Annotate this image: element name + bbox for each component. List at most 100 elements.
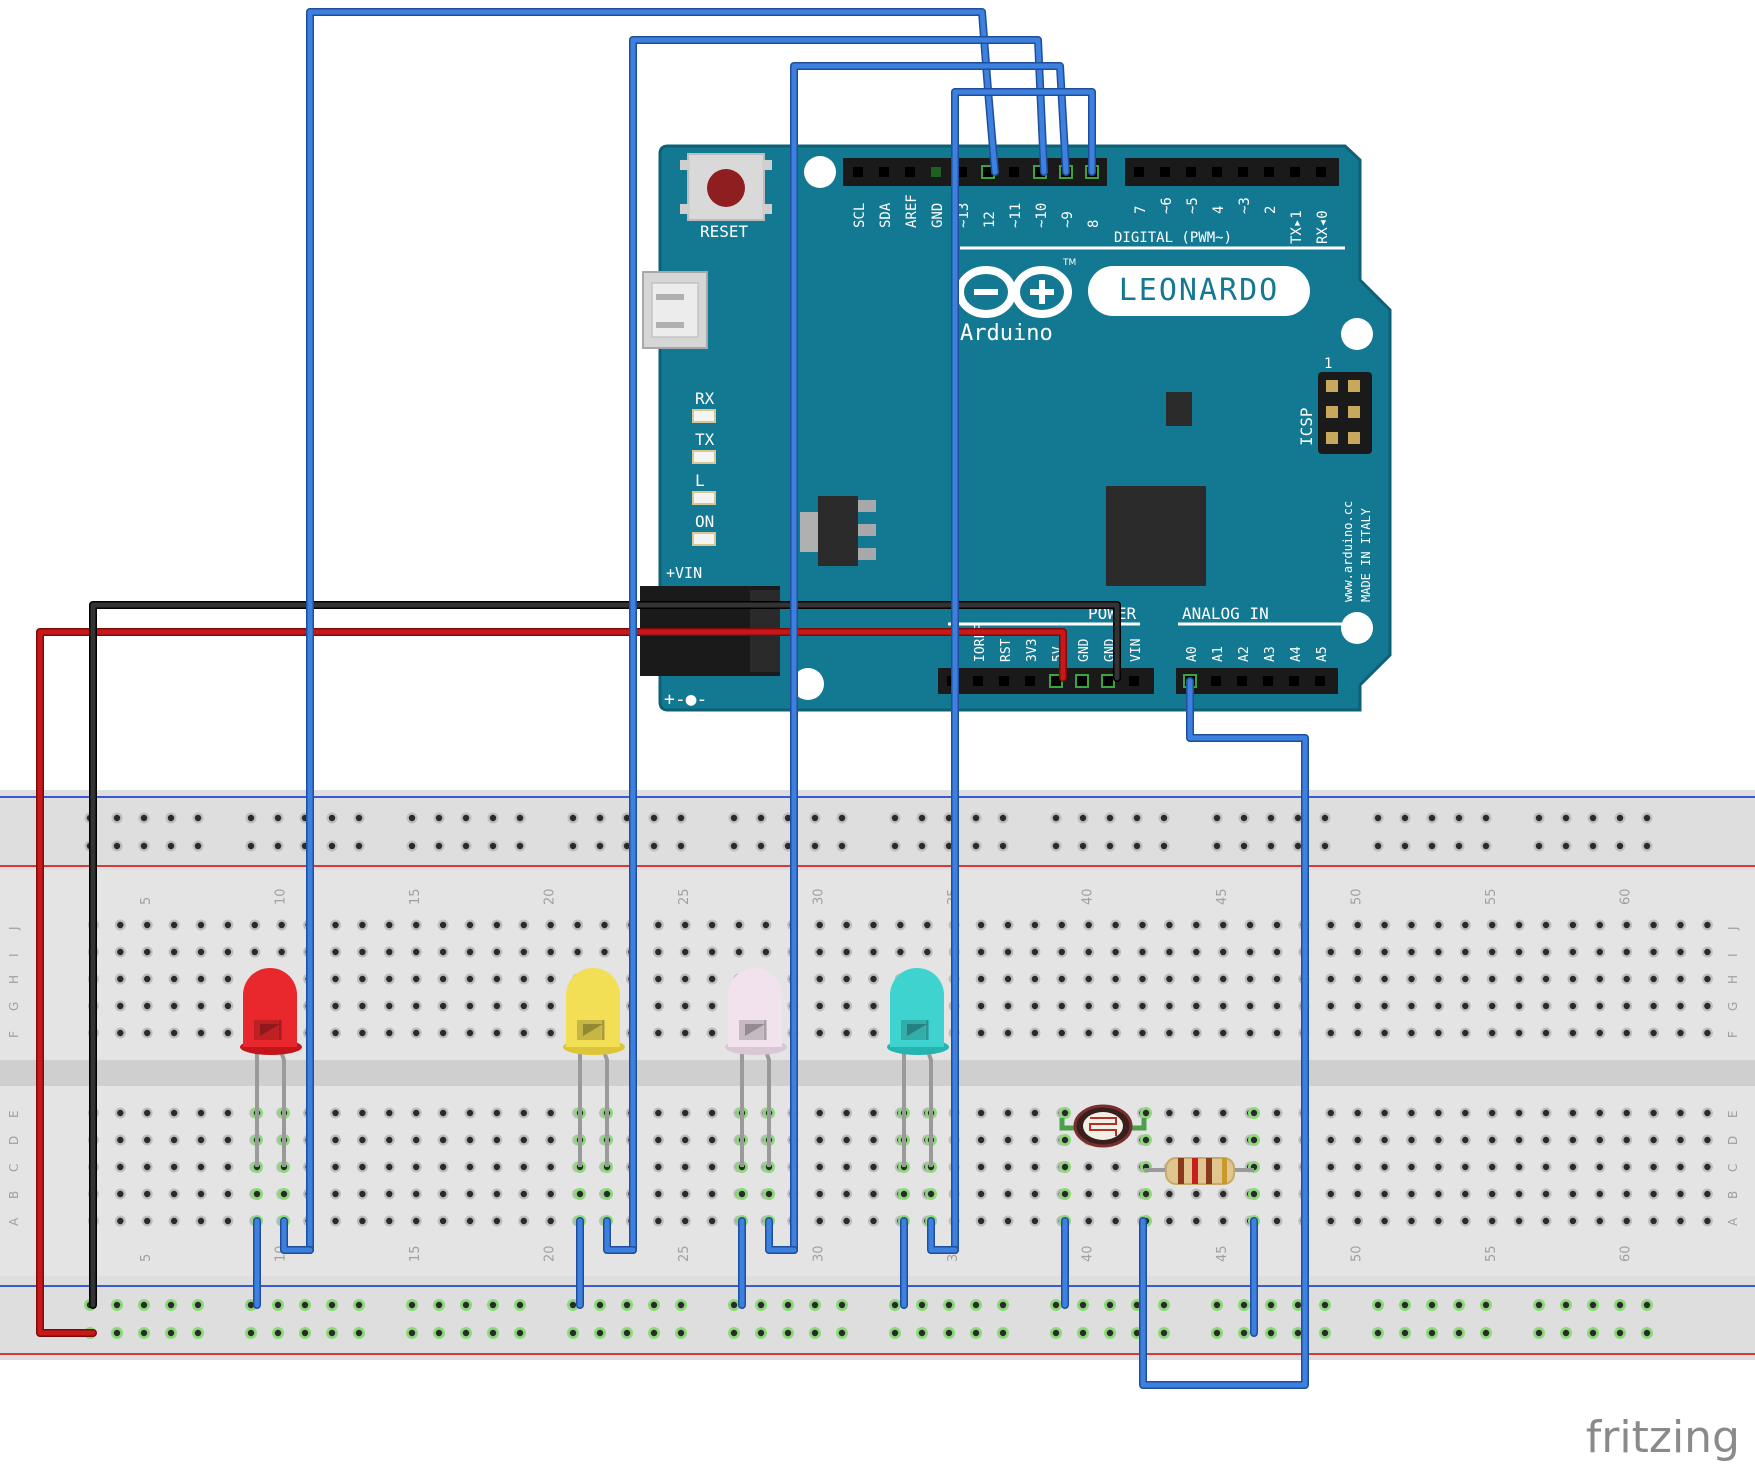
breadboard-hole: [1352, 919, 1364, 931]
made-in-italy-label: MADE IN ITALY: [1359, 507, 1373, 602]
breadboard-hole: [1056, 919, 1068, 931]
led-cyan[interactable]: [887, 968, 949, 1167]
breadboard-hole: [141, 946, 153, 958]
breadboard-hole: [545, 1161, 557, 1173]
power-pin-label: GND: [1077, 638, 1092, 662]
breadboard-hole: [975, 919, 987, 931]
breadboard-hole: [437, 1027, 449, 1039]
breadboard-hole: [195, 1000, 207, 1012]
blue-wire[interactable]: [1139, 677, 1309, 1389]
rail-hole: [648, 840, 660, 852]
blue-wire[interactable]: [603, 1217, 637, 1254]
led-components: [240, 968, 949, 1167]
connected-hole: [165, 1299, 177, 1311]
breadboard-hole: [1594, 1107, 1606, 1119]
connected-hole: [755, 1299, 767, 1311]
icsp-pin1-marker: 1: [1324, 356, 1332, 372]
breadboard-hole: [1271, 1107, 1283, 1119]
breadboard-hole: [1352, 1107, 1364, 1119]
red-5v-wire[interactable]: [36, 628, 1067, 1337]
breadboard-hole: [168, 973, 180, 985]
rail-hole: [111, 812, 123, 824]
rail-hole: [192, 812, 204, 824]
breadboard-hole: [545, 946, 557, 958]
blue-wire[interactable]: [306, 8, 999, 1254]
photoresistor[interactable]: [1059, 1104, 1147, 1148]
breadboard-hole: [1217, 1188, 1229, 1200]
rail-hole: [1614, 812, 1626, 824]
blue-wire[interactable]: [629, 36, 1048, 1254]
connected-hole: [809, 1327, 821, 1339]
connected-hole: [594, 1299, 606, 1311]
connected-hole: [728, 1327, 740, 1339]
header-pin: [957, 167, 967, 177]
breadboard-hole: [1406, 1027, 1417, 1039]
connected-hole: [1059, 1161, 1071, 1173]
led-red[interactable]: [240, 968, 302, 1167]
breadboard-hole: [1701, 1000, 1713, 1012]
breadboard-hole: [760, 919, 772, 931]
rail-hole: [809, 840, 821, 852]
breadboard-hole: [1083, 1161, 1095, 1173]
connected-hole: [1140, 1107, 1152, 1119]
column-number: 40: [1081, 888, 1096, 905]
breadboard-hole: [1083, 1000, 1095, 1012]
row-letter: B: [1726, 1191, 1740, 1199]
breadboard-hole: [356, 1188, 368, 1200]
blue-wire[interactable]: [280, 1217, 314, 1254]
rail-hole: [192, 840, 204, 852]
connected-hole: [1059, 1134, 1071, 1146]
breadboard-hole: [1325, 1161, 1337, 1173]
breadboard-hole: [276, 919, 288, 931]
rail-hole: [916, 840, 928, 852]
row-letter: F: [7, 1031, 21, 1038]
connected-hole: [1104, 1327, 1116, 1339]
rail-hole: [1158, 840, 1170, 852]
blue-wire[interactable]: [951, 88, 1096, 1254]
connected-hole: [601, 1188, 613, 1200]
breadboard-hole: [410, 973, 422, 985]
breadboard-hole: [1325, 1188, 1337, 1200]
reset-button[interactable]: [680, 153, 772, 221]
breadboard-hole: [330, 1161, 341, 1173]
blue-wire[interactable]: [790, 62, 1070, 1254]
breadboard-hole: [1567, 946, 1579, 958]
blue-wire[interactable]: [927, 1217, 959, 1254]
column-number: 25: [677, 1245, 692, 1262]
breadboard-hole: [1110, 1188, 1122, 1200]
header-pin: [1238, 167, 1248, 177]
header-pin: [973, 676, 983, 686]
connected-hole: [1560, 1299, 1572, 1311]
led-white[interactable]: [725, 968, 787, 1167]
breadboard-hole: [652, 1107, 664, 1119]
connected-hole: [1426, 1299, 1438, 1311]
breadboard-hole: [464, 1000, 476, 1012]
led-yellow[interactable]: [563, 968, 625, 1167]
resistor[interactable]: [1144, 1157, 1254, 1185]
column-number: 20: [543, 888, 558, 905]
breadboard-hole: [222, 919, 234, 931]
breadboard-hole: [1567, 1161, 1579, 1173]
rail-hole: [353, 840, 365, 852]
breadboard-hole: [1083, 1215, 1095, 1227]
breadboard-hole: [1567, 1107, 1579, 1119]
breadboard-hole: [652, 1000, 664, 1012]
breadboard-hole: [1083, 1027, 1095, 1039]
rail-hole: [728, 840, 740, 852]
column-number: 55: [1484, 888, 1499, 905]
rail-hole: [889, 840, 901, 852]
breadboard-hole: [114, 1188, 126, 1200]
breadboard-hole: [1271, 1188, 1283, 1200]
breadboard-hole: [1217, 973, 1229, 985]
breadboard-hole: [1190, 1215, 1202, 1227]
breadboard-hole: [1029, 973, 1041, 985]
black-gnd-wire[interactable]: [89, 601, 1121, 1309]
connected-hole: [1372, 1299, 1384, 1311]
breadboard-hole: [1352, 973, 1364, 985]
blue-signal-wires[interactable]: [253, 8, 1309, 1389]
breadboard-hole: [1379, 1107, 1391, 1119]
breadboard-hole: [1701, 1188, 1713, 1200]
blue-wire[interactable]: [765, 1217, 798, 1254]
rail-hole: [1050, 812, 1062, 824]
breadboard-hole: [356, 946, 368, 958]
